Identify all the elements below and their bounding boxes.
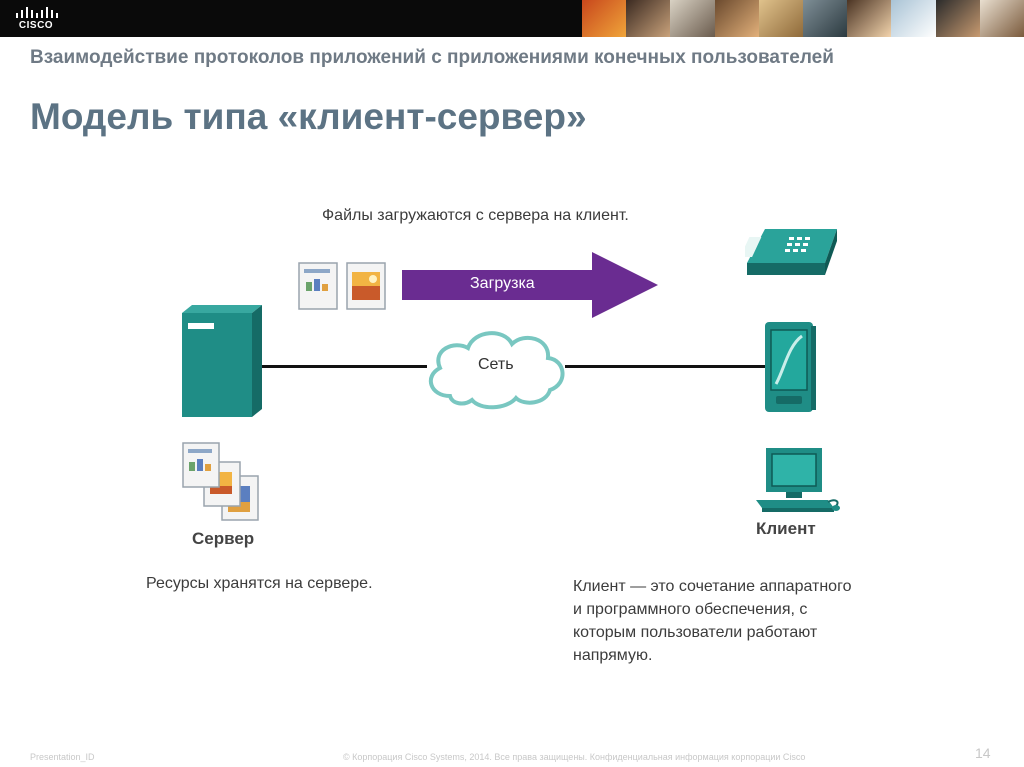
top-banner: CISCO	[0, 0, 1024, 37]
page-number: 14	[975, 745, 991, 761]
ip-phone-icon	[745, 229, 837, 275]
image-file-icon	[346, 262, 386, 310]
cisco-bars-icon	[16, 7, 58, 18]
document-icon	[298, 262, 338, 310]
server-description: Ресурсы хранятся на сервере.	[146, 575, 373, 592]
footer-copyright: © Корпорация Cisco Systems, 2014. Все пр…	[343, 752, 806, 762]
client-label: Клиент	[756, 519, 816, 538]
network-cloud-icon	[428, 331, 565, 410]
client-network-link	[565, 365, 767, 368]
server-network-link	[262, 365, 427, 368]
server-files-icon	[182, 442, 259, 521]
server-icon	[182, 305, 262, 417]
pda-icon	[765, 322, 816, 412]
footer-presentation-id: Presentation_ID	[30, 752, 95, 762]
slide-subtitle: Взаимодействие протоколов приложений с п…	[30, 47, 834, 68]
server-label: Сервер	[192, 529, 255, 548]
client-description: Клиент — это сочетание аппаратного и про…	[573, 578, 852, 664]
download-caption: Файлы загружаются с сервера на клиент.	[322, 207, 629, 224]
download-arrow	[402, 252, 658, 318]
download-arrow-label: Загрузка	[470, 275, 535, 292]
banner-photo-strip	[582, 0, 1024, 37]
cisco-logo: CISCO	[12, 5, 60, 33]
network-label: Сеть	[478, 356, 514, 373]
slide-title: Модель типа «клиент-сервер»	[30, 96, 587, 137]
desktop-computer-icon	[756, 448, 840, 512]
logo-text: CISCO	[18, 20, 54, 31]
